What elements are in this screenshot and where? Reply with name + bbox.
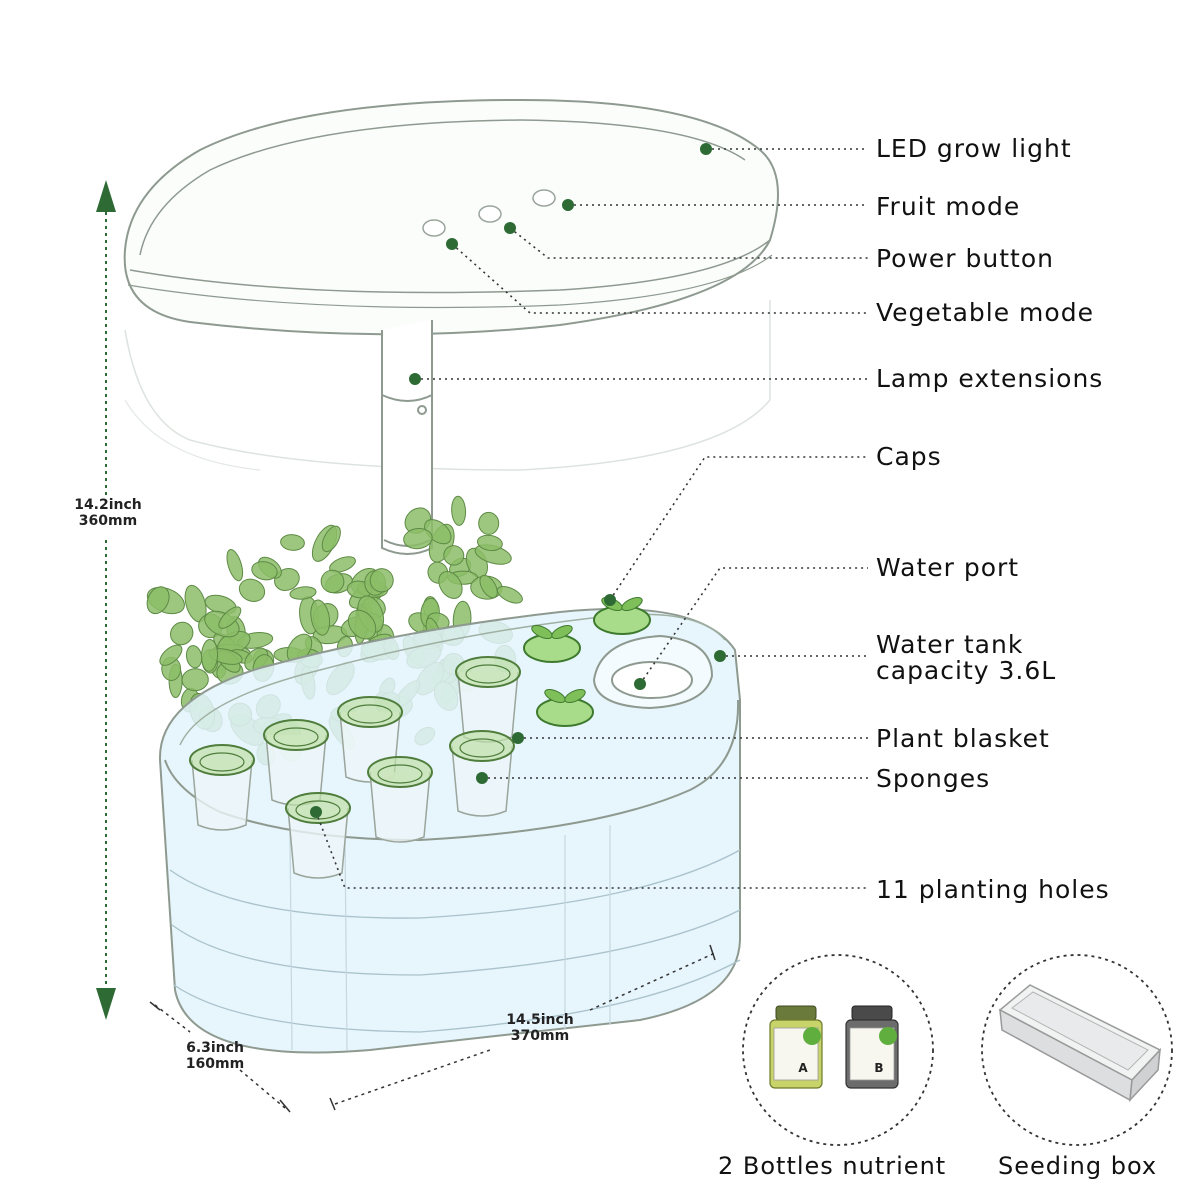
leaf bbox=[329, 556, 356, 573]
width-mm: 370mm bbox=[510, 1028, 570, 1044]
label-sponges: Sponges bbox=[876, 764, 991, 793]
leaf bbox=[479, 574, 498, 599]
leaf bbox=[478, 511, 500, 535]
bottle-a bbox=[769, 1005, 823, 1089]
height-mm: 360mm bbox=[78, 513, 138, 529]
width-inch: 14.5inch bbox=[506, 1012, 574, 1028]
label-nutrient-bottles: 2 Bottles nutrient bbox=[718, 1152, 947, 1180]
lamp-head bbox=[123, 98, 779, 471]
nutrient-bottles-circle bbox=[742, 954, 934, 1146]
bottle-a-letter: A bbox=[798, 1061, 808, 1075]
width-dimension-label: 14.5inch 370mm bbox=[490, 1012, 590, 1044]
leaf bbox=[238, 578, 266, 602]
width-dimension-line bbox=[329, 944, 716, 1111]
leaf bbox=[476, 534, 503, 552]
leaf bbox=[146, 586, 170, 615]
label-seeding-box: Seeding box bbox=[998, 1152, 1158, 1180]
bottle-b bbox=[845, 1005, 899, 1089]
leaf bbox=[438, 571, 463, 599]
leaf bbox=[369, 568, 394, 593]
label-plant-basket: Plant blasket bbox=[876, 724, 1050, 753]
seeding-tray bbox=[998, 984, 1162, 1103]
plant-basket bbox=[285, 792, 351, 879]
leader-lines bbox=[315, 148, 868, 889]
depth-dimension-line bbox=[149, 1001, 291, 1113]
leaf bbox=[251, 561, 278, 581]
leaf bbox=[403, 528, 433, 550]
leaf bbox=[451, 495, 467, 526]
leaf bbox=[280, 534, 305, 551]
leaf bbox=[200, 639, 219, 672]
label-power-button: Power button bbox=[876, 244, 1054, 273]
callout-dots bbox=[310, 143, 726, 818]
depth-dimension-label: 6.3inch 160mm bbox=[170, 1040, 260, 1072]
leaf bbox=[226, 548, 244, 582]
leaf bbox=[289, 586, 317, 600]
lamp-buttons bbox=[422, 189, 556, 237]
leaf bbox=[181, 668, 209, 692]
leaf bbox=[218, 606, 242, 629]
label-water-tank: Water tank bbox=[876, 630, 1024, 659]
plant-basket bbox=[367, 756, 433, 843]
label-led-grow-light: LED grow light bbox=[876, 134, 1072, 163]
plant-basket bbox=[189, 744, 255, 831]
label-planting-holes: 11 planting holes bbox=[876, 875, 1110, 904]
water-port bbox=[592, 634, 714, 710]
leaf bbox=[159, 644, 183, 666]
leaf bbox=[185, 645, 203, 669]
caps bbox=[523, 597, 651, 727]
depth-mm: 160mm bbox=[185, 1056, 245, 1072]
cap bbox=[593, 597, 651, 635]
leaf bbox=[320, 569, 345, 594]
label-lamp-extensions: Lamp extensions bbox=[876, 364, 1104, 393]
leaf bbox=[170, 621, 194, 646]
label-tank-capacity: capacity 3.6L bbox=[876, 656, 1057, 685]
seeding-box-circle bbox=[981, 954, 1173, 1146]
plant-basket bbox=[263, 719, 329, 806]
label-vegetable-mode: Vegetable mode bbox=[876, 298, 1094, 327]
height-inch: 14.2inch bbox=[74, 497, 142, 513]
leaf bbox=[496, 585, 523, 604]
cap bbox=[536, 689, 594, 727]
leaf bbox=[310, 599, 331, 636]
label-water-port: Water port bbox=[876, 553, 1020, 582]
height-dimension-label: 14.2inch 360mm bbox=[58, 497, 158, 529]
label-fruit-mode: Fruit mode bbox=[876, 192, 1021, 221]
bottle-b-letter: B bbox=[874, 1061, 884, 1075]
leaf bbox=[347, 609, 377, 640]
height-dimension-arrow bbox=[96, 180, 116, 1020]
label-caps: Caps bbox=[876, 442, 942, 471]
leaf bbox=[321, 525, 341, 553]
plant-basket bbox=[455, 656, 521, 743]
depth-inch: 6.3inch bbox=[186, 1040, 244, 1056]
cap bbox=[523, 625, 581, 663]
leaf bbox=[443, 545, 465, 566]
